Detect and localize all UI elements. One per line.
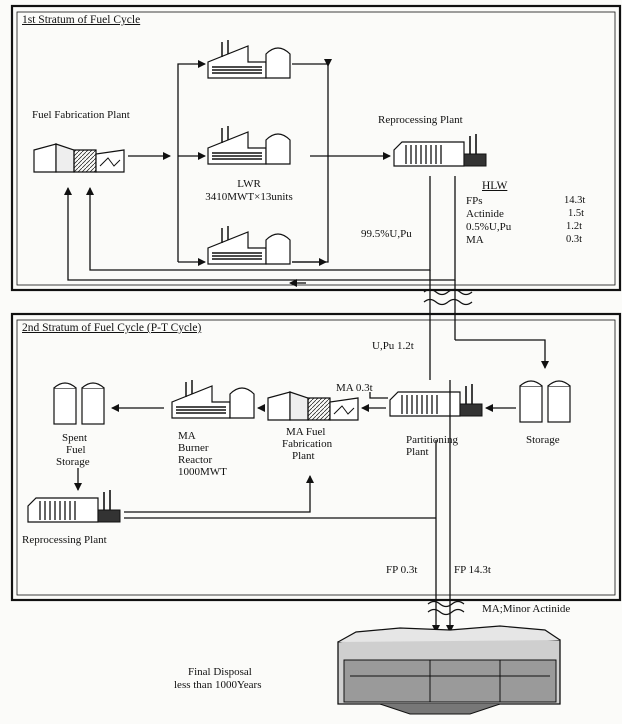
fp-large-label: FP 14.3t	[454, 564, 491, 576]
lwr-reactor-middle-icon	[208, 126, 290, 164]
ma-flow-label: MA 0.3t	[336, 382, 373, 394]
ma-fuel-fab-label: MA Fuel	[286, 426, 325, 438]
fuel-fabrication-plant-icon	[34, 144, 124, 172]
lwr-label: LWR	[204, 178, 294, 190]
stratum1-title: 1st Stratum of Fuel Cycle	[22, 14, 140, 26]
spent-fuel-label: Storage	[56, 456, 90, 468]
final-disposal-duration: less than 1000Years	[174, 679, 262, 691]
storage-tanks-icon	[520, 381, 570, 422]
partitioning-plant-label: Plant	[406, 446, 429, 458]
hlw-name: FPs	[466, 195, 483, 207]
hlw-name: 0.5%U,Pu	[466, 221, 511, 233]
final-disposal-label: Final Disposal	[188, 666, 252, 678]
hlw-value: 14.3t	[564, 195, 585, 207]
footnote-ma-definition: MA;Minor Actinide	[482, 603, 570, 615]
ma-fuel-fabrication-plant-icon	[268, 392, 358, 420]
partitioning-plant-icon	[390, 384, 482, 416]
stratum2-title: 2nd Stratum of Fuel Cycle (P-T Cycle)	[22, 322, 201, 334]
hlw-name: Actinide	[466, 208, 504, 220]
stratum1-frame	[12, 6, 620, 290]
reprocessing-plant-icon	[394, 134, 486, 166]
stratum2-reprocessing-plant-icon	[28, 490, 120, 522]
hlw-title: HLW	[482, 180, 507, 192]
partitioning-plant-label: Partitioning	[406, 434, 458, 446]
ma-burner-label: Burner	[178, 442, 209, 454]
lwr-reactor-top-icon	[208, 40, 290, 78]
storage-label: Storage	[526, 434, 560, 446]
lwr-reactor-bottom-icon	[208, 226, 290, 264]
ma-fuel-fab-label: Plant	[292, 450, 315, 462]
upu-flow-label: U,Pu 1.2t	[372, 340, 414, 352]
ma-burner-label: 1000MWT	[178, 466, 227, 478]
lwr-spec-label: 3410MWT×13units	[194, 191, 304, 203]
ma-burner-reactor-icon	[172, 380, 254, 418]
ma-burner-label: Reactor	[178, 454, 212, 466]
reprocessing-plant-label: Reprocessing Plant	[378, 114, 463, 126]
spent-fuel-label: Spent	[62, 432, 87, 444]
hlw-value: 1.5t	[568, 208, 584, 220]
ma-burner-label: MA	[178, 430, 196, 442]
final-disposal-site-icon	[338, 626, 560, 714]
fuel-fabrication-plant-label: Fuel Fabrication Plant	[32, 109, 130, 121]
ma-fuel-fab-label: Fabrication	[282, 438, 332, 450]
hlw-value: 1.2t	[566, 221, 582, 233]
stratum2-frame	[12, 314, 620, 600]
stratum2-reprocessing-label: Reprocessing Plant	[22, 534, 107, 546]
hlw-name: MA	[466, 234, 484, 246]
recycle-flow-label: 99.5%U,Pu	[361, 228, 412, 240]
fp-small-label: FP 0.3t	[386, 564, 417, 576]
hlw-value: 0.3t	[566, 234, 582, 246]
spent-fuel-label: Fuel	[66, 444, 86, 456]
spent-fuel-storage-tanks-icon	[54, 383, 104, 424]
